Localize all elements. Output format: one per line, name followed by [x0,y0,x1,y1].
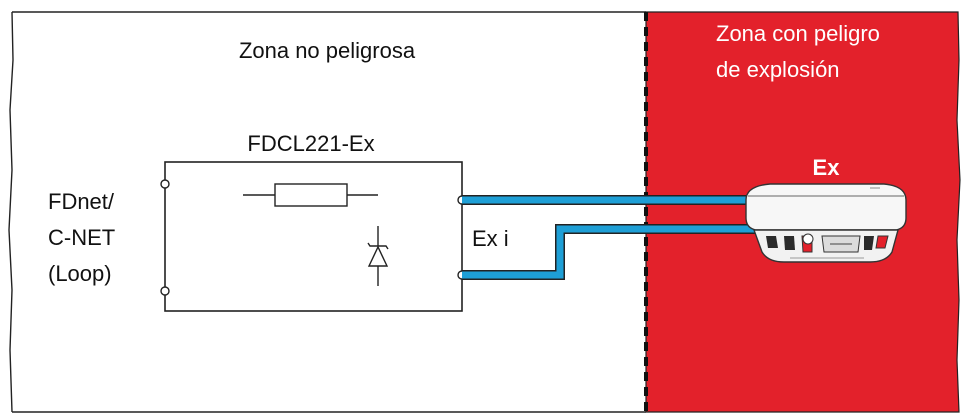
loop-label-line1: FDnet/ [48,189,115,214]
loop-label-line3: (Loop) [48,261,112,286]
terminal-in-bottom [160,286,170,296]
hazard-zone-label-line1: Zona con peligro [716,21,880,46]
smoke-detector [745,183,907,263]
zener-diode-symbol [367,226,389,286]
safe-zone-label: Zona no peligrosa [239,38,416,63]
hazard-zone-label-line2: de explosión [716,57,840,82]
loop-label-line2: C-NET [48,225,115,250]
ex-i-label: Ex i [472,226,509,251]
isolator-module: FDCL221-Ex [160,131,467,312]
terminal-in-top [160,179,170,189]
detector-label: Ex [813,155,841,180]
ex-i-cables [462,195,760,280]
resistor-symbol [243,183,378,207]
cable-bottom-fill [462,225,760,279]
safe-zone [8,11,646,413]
module-name: FDCL221-Ex [247,131,374,156]
